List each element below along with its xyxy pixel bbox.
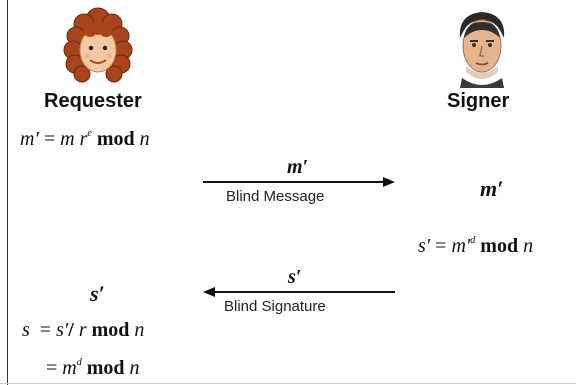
formula-e: e: [87, 128, 92, 139]
arrow-to-signer-symbol: m′: [287, 156, 309, 178]
formula-mod: mod: [91, 319, 130, 341]
bottom-border: [0, 383, 576, 384]
signer-label: Signer: [447, 90, 510, 112]
requester-unblind-line1: s = s′/ r mod n: [22, 319, 144, 342]
formula-sp: s′: [56, 319, 69, 341]
formula-n: n: [134, 319, 145, 341]
formula-slash: /: [68, 319, 74, 341]
signer-sign-formula: s′ = m′d mod n: [418, 235, 533, 258]
arrow-to-signer-caption: Blind Message: [226, 188, 325, 205]
formula-eq: =: [43, 128, 56, 150]
formula-m: m: [62, 357, 77, 379]
formula-n: n: [129, 357, 140, 379]
formula-eq: =: [435, 235, 447, 257]
formula-d: d: [470, 235, 476, 246]
arrow-to-requester-caption: Blind Signature: [224, 298, 326, 315]
formula-r: r: [79, 128, 88, 150]
signer-avatar-icon: [459, 12, 505, 88]
formula-mod: mod: [480, 235, 519, 257]
formula-lhs: m′: [20, 128, 39, 150]
formula-n: n: [523, 235, 534, 257]
formula-eq: =: [46, 357, 58, 379]
requester-label: Requester: [44, 90, 142, 112]
formula-lhs: s′: [418, 235, 431, 257]
formula-r: r: [78, 319, 87, 341]
left-border: [7, 0, 8, 385]
formula-n: n: [139, 128, 150, 150]
formula-mod: mod: [96, 128, 135, 150]
requester-unblind-line2: = md mod n: [46, 357, 140, 380]
signer-received-message: m′: [480, 176, 504, 201]
arrow-left-icon: [203, 287, 395, 297]
requester-blind-formula: m′ = m re mod n: [20, 128, 150, 151]
formula-d: d: [76, 357, 82, 368]
formula-mod: mod: [86, 357, 125, 379]
arrow-to-requester-symbol: s′: [288, 266, 302, 288]
formula-lhs: s: [22, 319, 30, 341]
formula-eq: =: [39, 319, 52, 341]
formula-m: m′: [451, 235, 471, 257]
requester-received-signature: s′: [90, 281, 105, 306]
arrow-right-icon: [203, 177, 395, 187]
requester-avatar-icon: [63, 7, 133, 83]
formula-m: m: [60, 128, 75, 150]
